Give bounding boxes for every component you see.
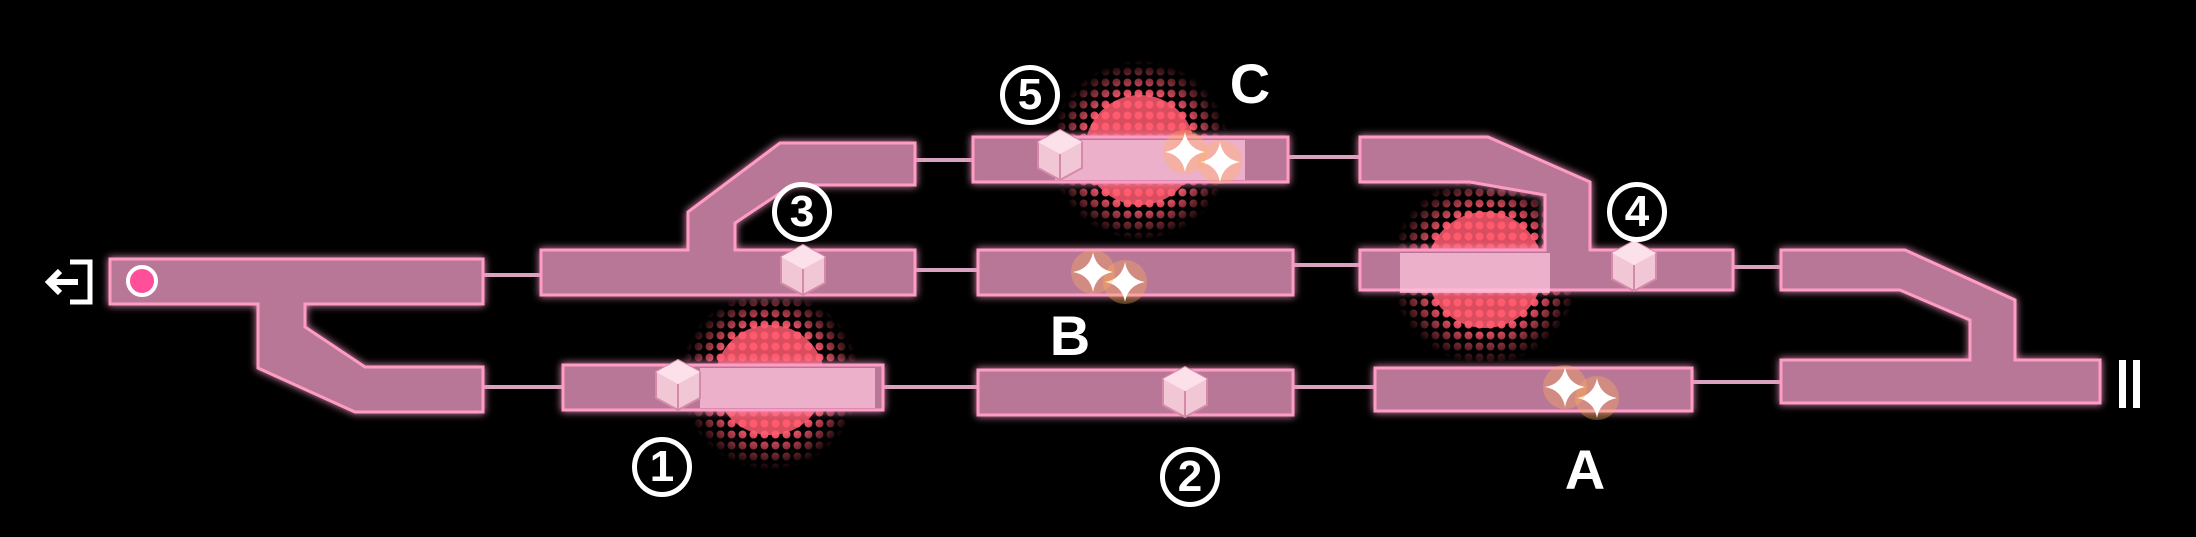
pause-icon[interactable] <box>2119 360 2143 408</box>
marker-number-3: 3 <box>772 182 832 242</box>
sparkle-icon <box>1071 250 1115 294</box>
track-segment <box>539 141 917 297</box>
track-segment <box>976 368 1295 417</box>
marker-number-2: 2 <box>1160 447 1220 507</box>
marker-label-c: C <box>1229 52 1271 115</box>
crate-icon <box>1162 366 1208 418</box>
crate-icon <box>1611 240 1657 292</box>
crate-icon <box>1037 129 1083 181</box>
crate-icon <box>655 359 701 411</box>
track-segment <box>108 257 485 414</box>
marker-label-a: A <box>1564 438 1606 501</box>
player-marker-icon <box>126 265 158 297</box>
marker-number-4: 4 <box>1607 182 1667 242</box>
sparkle-icon <box>1163 130 1207 174</box>
sparkle-icon <box>1543 365 1587 409</box>
marker-number-1: 1 <box>632 437 692 497</box>
marker-number-5: 5 <box>1000 65 1060 125</box>
marker-label-b: B <box>1049 304 1091 367</box>
exit-door-icon[interactable] <box>44 258 96 306</box>
track-segment <box>1373 366 1694 413</box>
track-segment <box>1779 248 2102 405</box>
crate-icon <box>780 244 826 296</box>
